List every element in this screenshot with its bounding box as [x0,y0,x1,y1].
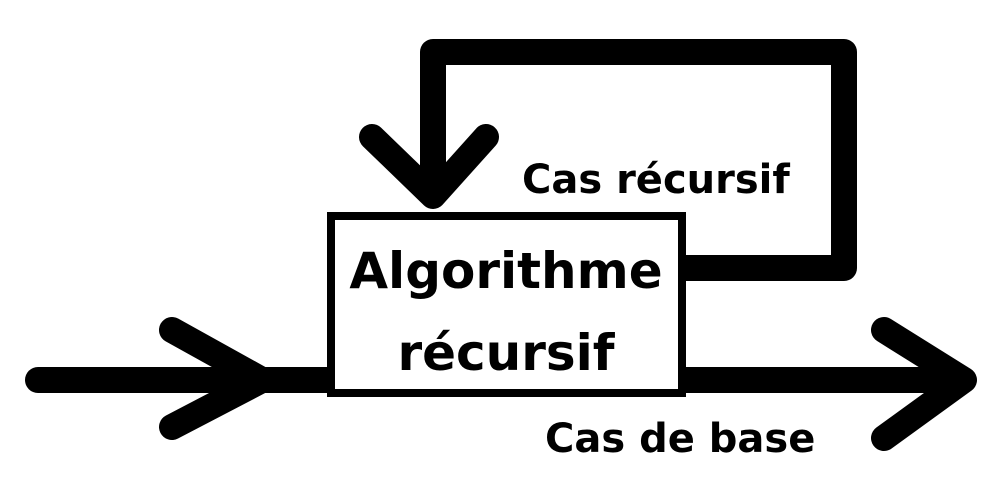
recursive-loop-arrowhead [359,124,499,209]
box-label-line2: récursif [397,324,615,382]
input-arrow [25,317,343,440]
input-arrowhead [159,317,275,440]
base-case-arrow [670,317,977,451]
recursive-case-label: Cas récursif [522,157,790,203]
recursive-loop-arrow [359,39,857,281]
algorithm-box [327,212,686,397]
recursive-loop-path [420,39,857,281]
base-case-label: Cas de base [545,416,815,462]
box-label-line1: Algorithme [349,242,662,300]
base-case-arrowhead [871,317,977,451]
